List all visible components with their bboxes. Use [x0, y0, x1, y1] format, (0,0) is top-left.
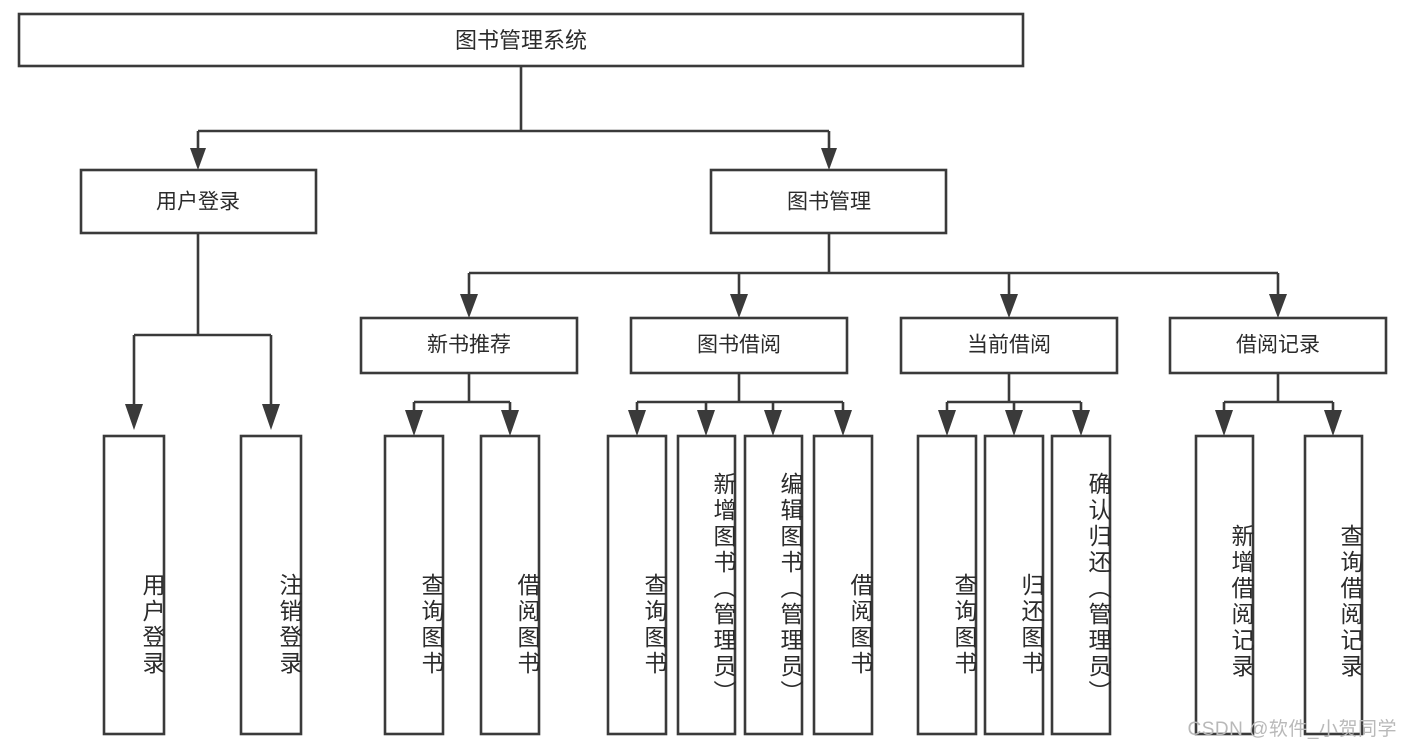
node-current-borrow[interactable]: 当前借阅 [899, 316, 1119, 375]
arrowhead-cb-leaf-3 [1072, 410, 1090, 436]
leaf-box-add-borrow-record[interactable] [1194, 434, 1255, 736]
arrowhead-current-borrow [1000, 294, 1018, 318]
node-book-borrow-label: 图书借阅 [697, 334, 781, 357]
node-root-box[interactable] [17, 12, 1025, 68]
node-current-borrow-label: 当前借阅 [967, 334, 1051, 357]
arrowhead-user-login [190, 148, 206, 170]
connector-borrow-record-to-leaves [1215, 373, 1342, 436]
leaf-box-user-login[interactable] [102, 434, 166, 736]
arrowhead-book-mgmt [821, 148, 837, 170]
arrowhead-bb-leaf-3 [764, 410, 782, 436]
node-borrow-record-label: 借阅记录 [1236, 334, 1320, 357]
node-new-book-recommend-box[interactable] [359, 316, 579, 375]
arrowhead-cb-leaf-1 [938, 410, 956, 436]
leaf-box-confirm-return-admin[interactable] [1050, 434, 1112, 736]
node-book-management-label: 图书管理 [787, 191, 871, 214]
leaf-box-borrow-book-2[interactable] [812, 434, 874, 736]
arrowhead-bb-leaf-2 [697, 410, 715, 436]
arrowhead-nbr-leaf-1 [405, 410, 423, 436]
node-new-book-recommend-label: 新书推荐 [427, 334, 511, 357]
arrowhead-borrow-record [1269, 294, 1287, 318]
connector-book-mgmt-to-level3 [460, 233, 1287, 318]
node-new-book-recommend[interactable]: 新书推荐 [359, 316, 579, 375]
leaf-box-logout[interactable] [239, 434, 303, 736]
arrowhead-bb-leaf-4 [834, 410, 852, 436]
connector-user-login-to-leaves [125, 233, 280, 430]
node-borrow-record[interactable]: 借阅记录 [1168, 316, 1388, 375]
connector-new-book-rec-to-leaves [405, 373, 519, 436]
leaf-box-query-book-2[interactable] [606, 434, 668, 736]
node-user-login[interactable]: 用户登录 [79, 168, 318, 235]
node-book-management[interactable]: 图书管理 [709, 168, 948, 235]
leaf-box-add-book-admin[interactable] [676, 434, 737, 736]
arrowhead-br-leaf-2 [1324, 410, 1342, 436]
arrowhead-br-leaf-1 [1215, 410, 1233, 436]
arrowhead-cb-leaf-2 [1005, 410, 1023, 436]
leaf-box-return-book[interactable] [983, 434, 1045, 736]
leaf-box-query-book-3[interactable] [916, 434, 978, 736]
connector-book-borrow-to-leaves [628, 373, 852, 436]
arrowhead-new-book-rec [460, 294, 478, 318]
arrowhead-leaf-user-login [125, 404, 143, 430]
arrowhead-leaf-logout [262, 404, 280, 430]
leaf-box-query-borrow-record[interactable] [1303, 434, 1364, 736]
connector-root-to-level2 [190, 66, 837, 170]
node-root[interactable]: 图书管理系统 [17, 12, 1025, 68]
node-user-login-label: 用户登录 [156, 191, 240, 214]
arrowhead-book-borrow [730, 294, 748, 318]
arrowhead-nbr-leaf-2 [501, 410, 519, 436]
csdn-watermark: CSDN @软件_小贺同学 [1187, 719, 1397, 740]
leaf-box-edit-book-admin[interactable] [743, 434, 804, 736]
node-current-borrow-box[interactable] [899, 316, 1119, 375]
node-book-management-box[interactable] [709, 168, 948, 235]
connector-current-borrow-to-leaves [938, 373, 1090, 436]
node-book-borrow[interactable]: 图书借阅 [629, 316, 849, 375]
node-borrow-record-box[interactable] [1168, 316, 1388, 375]
node-root-label: 图书管理系统 [455, 28, 587, 53]
node-book-borrow-box[interactable] [629, 316, 849, 375]
arrowhead-bb-leaf-1 [628, 410, 646, 436]
leaf-box-borrow-book-1[interactable] [479, 434, 541, 736]
leaf-box-query-book-1[interactable] [383, 434, 445, 736]
